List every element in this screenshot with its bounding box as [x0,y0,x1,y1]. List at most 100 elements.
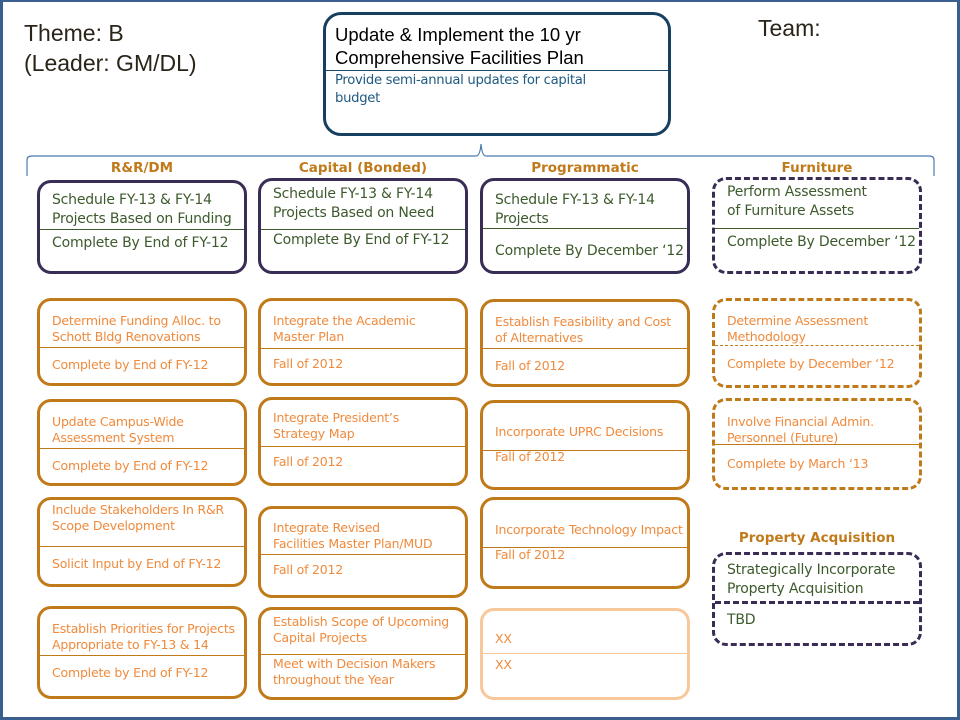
task-title-line: Establish Scope of Upcoming [273,614,450,629]
task-card-divider [40,546,244,547]
task-title-line: Master Plan [273,329,345,344]
task-deadline-line: Complete by December ‘12 [727,356,895,371]
task-card-deadline: Fall of 2012 [261,562,465,578]
task-title-line: Capital Projects [273,630,367,645]
task-card-deadline: Complete by End of FY-12 [40,357,244,373]
task-title-line: Property Acquisition [727,581,864,597]
task-card-deadline: Complete By End of FY-12 [40,234,244,253]
task-card-divider [715,601,919,604]
task-title-line: Determine Assessment [727,313,869,328]
task-deadline-line: Complete by End of FY-12 [52,665,209,680]
task-title-line: XX [495,631,512,646]
goal-box: Update & Implement the 10 yr Comprehensi… [323,12,671,136]
theme-label: Theme: B [24,20,124,46]
goal-subtitle-line: budget [335,91,380,106]
task-card-divider [483,450,687,451]
task-card-divider [715,444,919,445]
task-card-deadline: Complete by End of FY-12 [40,458,244,474]
task-title-line: of Alternatives [495,330,584,345]
task-card-divider [483,228,687,229]
task-title-line: Assessment System [52,430,175,445]
task-card-title: XX [483,631,687,647]
task-card-deadline: Fall of 2012 [261,356,465,372]
task-title-line: Scope Development [52,518,175,533]
task-deadline-line: Fall of 2012 [273,356,344,371]
task-title-line: Integrate Revised [273,520,380,535]
task-deadline-line: Complete by End of FY-12 [52,357,209,372]
leader-label: (Leader: GM/DL) [24,50,197,76]
task-title-line: Include Stakeholders In R&R [52,502,225,517]
task-deadline-line: Fall of 2012 [495,547,566,562]
task-card-title: Involve Financial Admin.Personnel (Futur… [715,414,919,446]
task-title-line: Projects [495,211,549,227]
task-deadline-line: throughout the Year [273,672,394,687]
goal-subtitle-line: Provide semi-annual updates for capital [335,73,586,88]
task-title-line: Establish Feasibility and Cost [495,314,672,329]
task-title-line: Schedule FY-13 & FY-14 [495,192,655,208]
task-title-line: Schedule FY-13 & FY-14 [273,186,433,202]
column-heading: R&R/DM [110,160,174,176]
task-title-line: Strategically Incorporate [727,562,896,578]
task-card-divider [40,229,244,230]
task-title-line: Appropriate to FY-13 & 14 [52,637,209,652]
task-deadline-line: Fall of 2012 [495,358,566,373]
task-card-divider [40,448,244,449]
task-card-deadline: Complete By December ‘12 [715,233,919,252]
task-title-line: of Furniture Assets [727,203,855,219]
task-card-divider [483,547,687,548]
task-deadline-line: Complete By December ‘12 [727,234,916,250]
task-title-line: Strategy Map [273,426,355,441]
task-card-deadline: Fall of 2012 [261,454,465,470]
task-card-deadline: Fall of 2012 [483,449,687,465]
task-title-line: Schott Bldg Renovations [52,329,201,344]
column-brace [26,143,935,176]
task-card-divider [261,229,465,230]
task-deadline-line: Complete By End of FY-12 [52,235,229,251]
task-deadline-line: Complete By End of FY-12 [273,232,450,248]
task-card-title: Incorporate Technology Impact [483,522,687,538]
task-deadline-line: Solicit Input by End of FY-12 [52,556,222,571]
task-deadline-line: Complete by March ‘13 [727,456,869,471]
task-deadline-line: Complete By December ‘12 [495,243,684,259]
task-title-line: Integrate President’s [273,410,400,425]
task-card-divider [40,347,244,348]
task-card[interactable]: XX XX [480,608,690,700]
task-card-divider [40,655,244,656]
task-deadline-line: Fall of 2012 [273,562,344,577]
task-card-divider [483,653,687,654]
task-deadline-line: Complete by End of FY-12 [52,458,209,473]
task-deadline-line: XX [495,657,512,672]
task-title-line: Integrate the Academic [273,313,416,328]
task-card-deadline: TBD [715,611,919,630]
column-heading: Furniture [781,160,853,176]
task-card[interactable]: Involve Financial Admin.Personnel (Futur… [712,398,922,490]
